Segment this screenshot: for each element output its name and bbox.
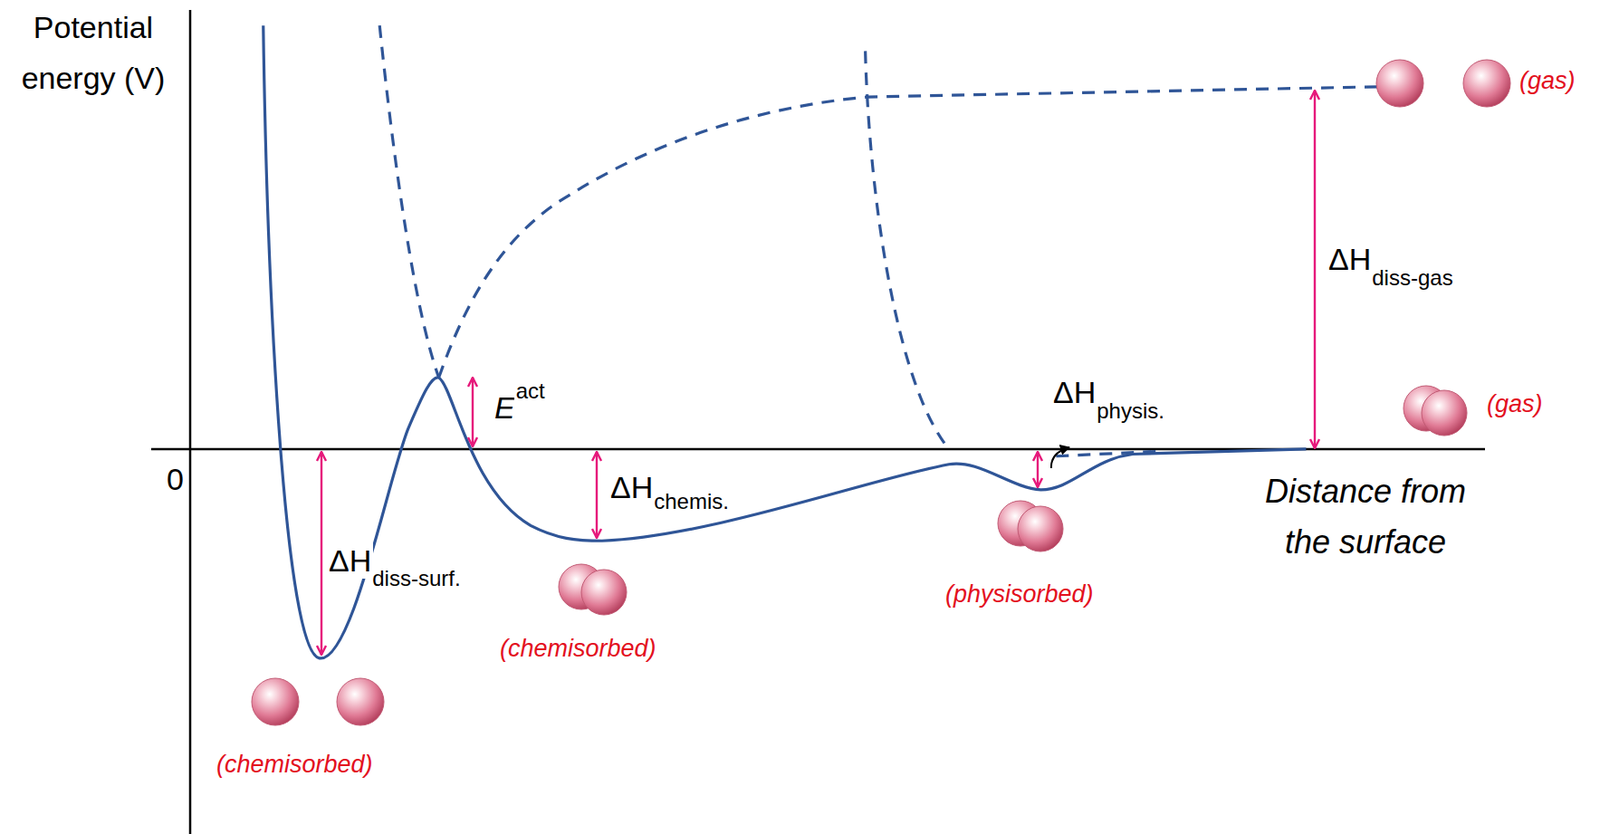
leader-arrow xyxy=(1051,447,1070,469)
dashed-curve xyxy=(379,25,439,378)
potential-curve xyxy=(263,25,1307,659)
axis-title: Potential energy (V) xyxy=(9,1,177,104)
energy-symbol: ΔH xyxy=(1326,241,1373,278)
energy-subscript: chemis. xyxy=(651,488,731,515)
atom xyxy=(1017,506,1064,552)
energy-arrow xyxy=(471,377,474,447)
energy-arrow xyxy=(1036,451,1039,488)
energy-symbol: ΔH xyxy=(608,469,655,506)
axis-title: Distance from the surface xyxy=(1250,466,1481,568)
dashed-curve xyxy=(865,50,949,449)
energy-symbol: ΔH xyxy=(1051,374,1098,411)
energy-arrow xyxy=(595,451,598,538)
state-label: (physisorbed) xyxy=(943,580,1096,609)
phase-label: (gas) xyxy=(1517,67,1578,96)
atom xyxy=(1463,59,1511,107)
energy-superscript: act xyxy=(514,378,547,404)
axis-origin: 0 xyxy=(164,461,186,498)
energy-symbol: ΔH xyxy=(326,543,374,579)
atom xyxy=(251,678,299,726)
y-axis xyxy=(189,9,192,834)
atom xyxy=(1376,59,1424,107)
energy-subscript: diss-surf. xyxy=(370,565,462,592)
energy-symbol: E xyxy=(492,390,518,426)
dashed-curve xyxy=(1055,450,1163,457)
state-label: (chemisorbed) xyxy=(214,750,375,779)
atom xyxy=(581,569,627,615)
energy-subscript: diss-gas xyxy=(1370,265,1455,291)
energy-arrow xyxy=(320,451,323,655)
energy-subscript: physis. xyxy=(1094,398,1167,424)
state-label: (chemisorbed) xyxy=(498,634,659,663)
atom xyxy=(1421,390,1467,436)
dashed-curve xyxy=(439,86,1379,378)
energy-arrow xyxy=(1313,90,1316,449)
phase-label: (gas) xyxy=(1485,390,1545,419)
atom xyxy=(336,678,384,726)
